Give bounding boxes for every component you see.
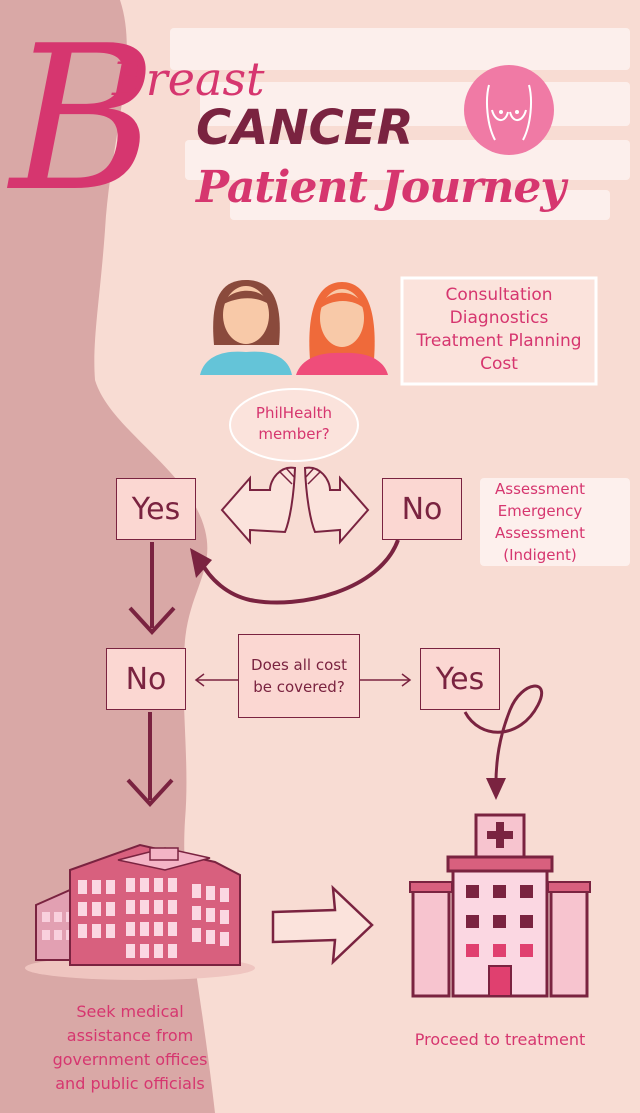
title-initial: B bbox=[10, 3, 157, 236]
title-line2: CANCER bbox=[196, 100, 414, 156]
right-caption: Proceed to treatment bbox=[414, 1030, 586, 1049]
question1-line2: member? bbox=[258, 425, 330, 443]
service-treatment-planning: Treatment Planning bbox=[416, 331, 582, 351]
yes-label-2: Yes bbox=[435, 661, 485, 697]
note-assessment-2: Assessment bbox=[495, 524, 585, 542]
yes-box-1: Yes bbox=[116, 478, 196, 540]
note-assessment: Assessment bbox=[495, 480, 585, 498]
question2-line1: Does all cost bbox=[251, 656, 347, 674]
question1-text: PhilHealth member? bbox=[230, 403, 358, 445]
left-caption: Seek medical assistance from government … bbox=[30, 1000, 230, 1096]
left-caption-line4: and public officials bbox=[55, 1074, 205, 1093]
no-box-1: No bbox=[382, 478, 462, 540]
question2-box: Does all cost be covered? bbox=[238, 634, 360, 718]
note-emergency: Emergency bbox=[497, 502, 583, 520]
note-indigent: (Indigent) bbox=[503, 546, 577, 564]
breast-icon bbox=[464, 65, 554, 155]
no-box-2: No bbox=[106, 648, 186, 710]
service-diagnostics: Diagnostics bbox=[449, 308, 549, 328]
government-building-icon bbox=[25, 843, 255, 980]
woman-silhouette bbox=[0, 0, 215, 1113]
title-line1: Breast bbox=[112, 52, 265, 106]
question2-line2: be covered? bbox=[253, 678, 345, 696]
two-women-icon bbox=[200, 280, 388, 375]
services-box-frame bbox=[400, 276, 598, 386]
curved-arrow bbox=[198, 539, 400, 605]
left-caption-line1: Seek medical bbox=[76, 1002, 184, 1021]
left-caption-line2: assistance from bbox=[66, 1026, 194, 1045]
question1-oval bbox=[229, 388, 359, 462]
service-consultation: Consultation bbox=[445, 285, 553, 305]
left-caption-line3: government offices bbox=[52, 1050, 208, 1069]
no-label-1: No bbox=[401, 491, 443, 527]
split-arrows bbox=[220, 466, 370, 545]
question1-line1: PhilHealth bbox=[255, 404, 333, 422]
yes-label-1: Yes bbox=[131, 491, 181, 527]
no-side-notes: Assessment Emergency Assessment (Indigen… bbox=[480, 478, 600, 566]
service-cost: Cost bbox=[480, 354, 518, 374]
yes-box-2: Yes bbox=[420, 648, 500, 710]
hospital-icon bbox=[409, 813, 591, 998]
title-line3: Patient Journey bbox=[196, 162, 566, 213]
no-label-2: No bbox=[125, 661, 167, 697]
services-list: Consultation Diagnostics Treatment Plann… bbox=[402, 284, 596, 376]
right-arrow bbox=[271, 884, 374, 966]
